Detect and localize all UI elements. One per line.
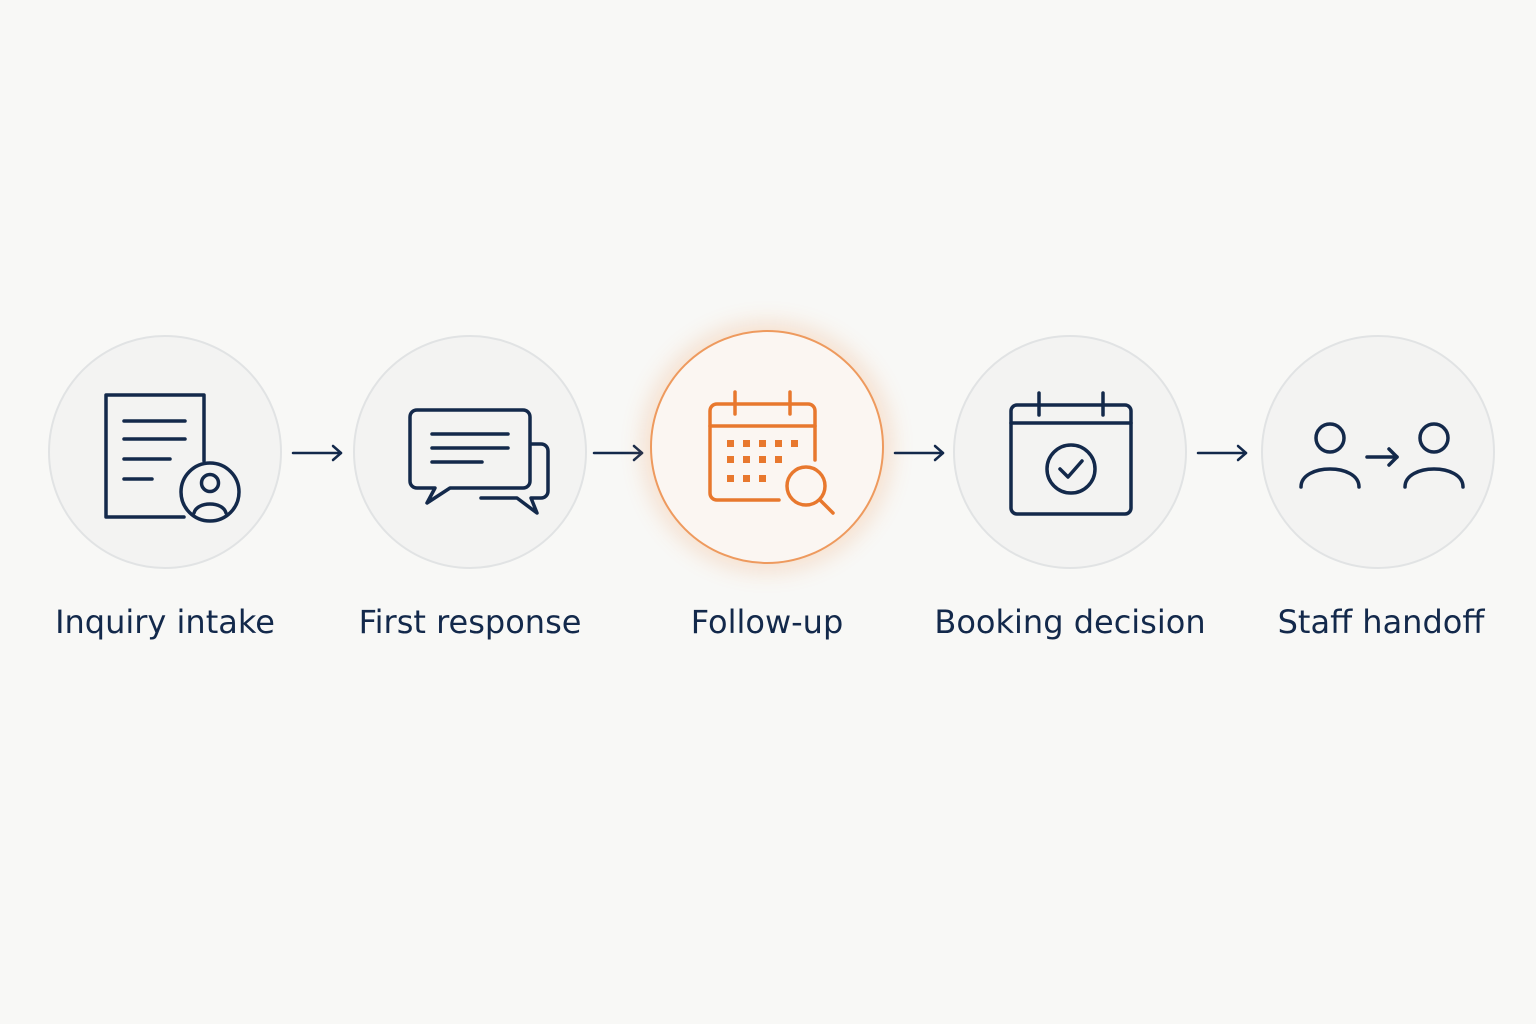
step-circle-first-response	[353, 335, 587, 569]
step-label-first-response: First response	[358, 603, 582, 641]
step-circle-inquiry-intake	[48, 335, 282, 569]
chat-bubbles-icon	[408, 408, 550, 515]
person-to-person-handoff-icon	[1299, 422, 1465, 489]
document-with-person-icon	[104, 393, 241, 523]
arrow-right-icon	[1196, 444, 1248, 462]
arrow-right-icon	[893, 444, 945, 462]
step-label-follow-up: Follow-up	[690, 603, 844, 641]
step-circle-follow-up	[650, 330, 884, 564]
step-label-booking-decision: Booking decision	[934, 603, 1206, 641]
step-label-staff-handoff: Staff handoff	[1277, 603, 1485, 641]
calendar-check-icon	[1009, 391, 1133, 516]
step-circle-booking-decision	[953, 335, 1187, 569]
arrow-right-icon	[592, 444, 644, 462]
arrow-right-icon	[291, 444, 343, 462]
step-circle-staff-handoff	[1261, 335, 1495, 569]
calendar-search-icon	[708, 390, 835, 515]
step-label-inquiry-intake: Inquiry intake	[55, 603, 275, 641]
